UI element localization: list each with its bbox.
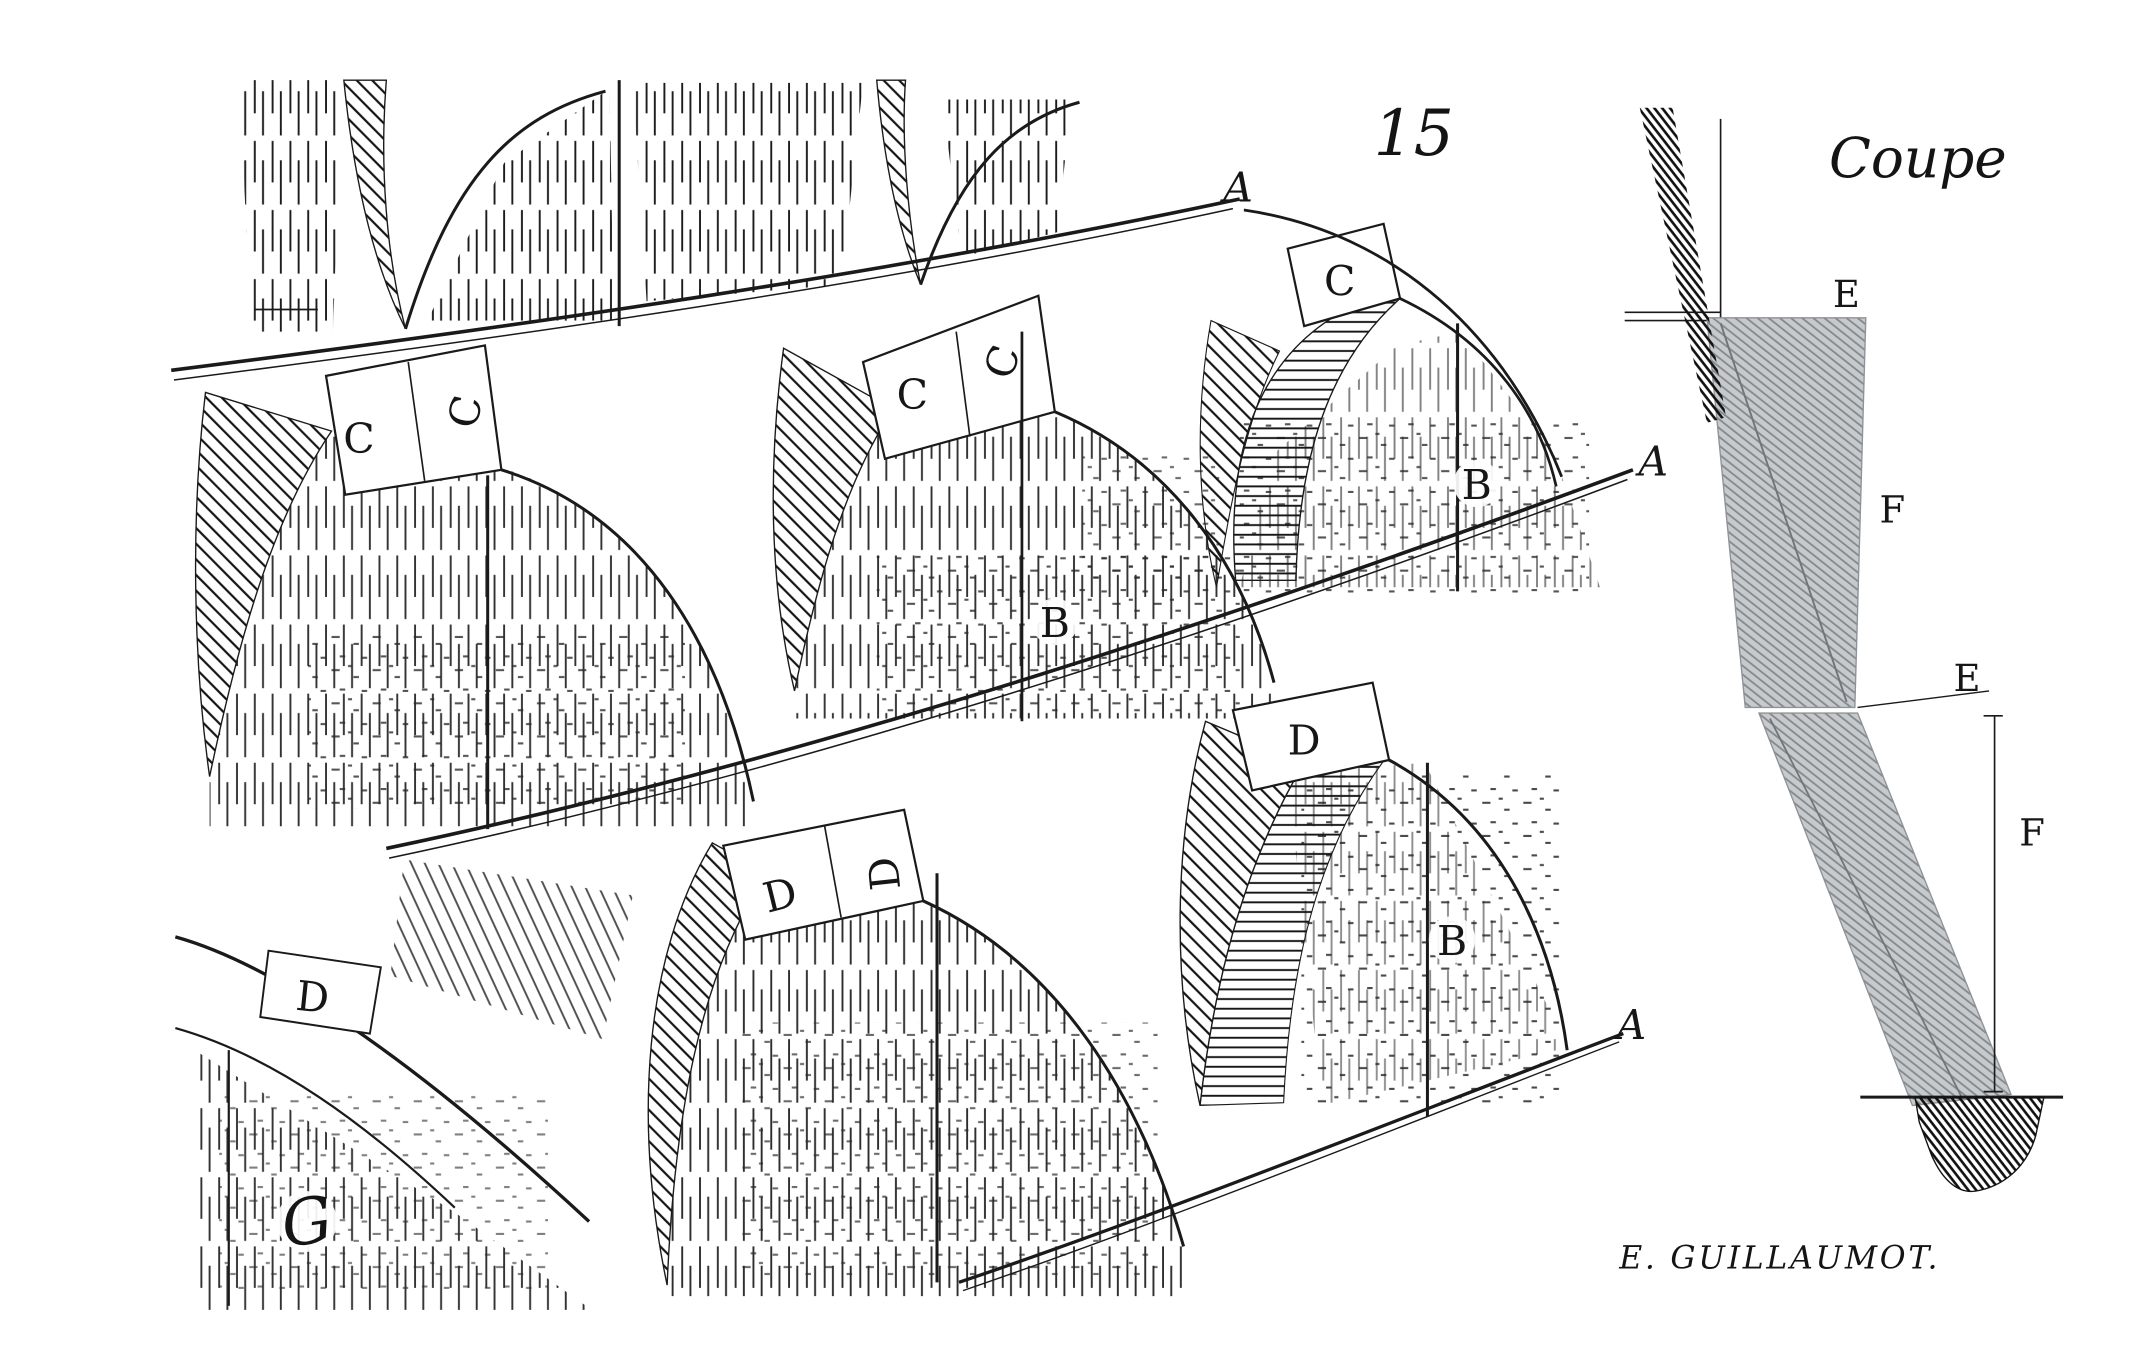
section-title: Coupe xyxy=(1829,126,2007,190)
arch-face-sickle xyxy=(343,79,407,330)
top-vault-fragments xyxy=(239,79,1080,332)
figure-number: 15 xyxy=(1374,96,1454,170)
arch-face-sickle xyxy=(1199,319,1281,588)
springing-line-lower xyxy=(958,1032,1624,1292)
label-a-1: A xyxy=(1219,164,1253,212)
vault-interior-dots xyxy=(308,635,685,809)
springing-line-upper xyxy=(171,197,1241,381)
halo xyxy=(1428,916,1476,964)
label-f-1: F xyxy=(1880,488,1906,531)
label-d-3: D xyxy=(859,855,910,893)
label-e-1: E xyxy=(1833,273,1860,316)
hatch-region xyxy=(632,82,864,302)
vault-interior-dots xyxy=(739,1022,1158,1279)
arch-curve xyxy=(1388,758,1569,1051)
vault-interior-dots xyxy=(1239,414,1590,595)
label-b-3: B xyxy=(1437,917,1467,965)
vault-interior-dots xyxy=(219,1091,548,1292)
section-sliver-dark xyxy=(1639,107,1727,423)
section-batter-line xyxy=(1769,718,1963,1098)
label-d-4: D xyxy=(1288,716,1321,764)
arch-curve-outer xyxy=(1243,208,1563,478)
vault-bay-2 xyxy=(772,294,1276,722)
panel-ridge xyxy=(407,361,426,481)
arch-face-sickle xyxy=(1179,720,1306,1106)
panel-ridge xyxy=(823,826,842,918)
arch-curve xyxy=(404,89,606,330)
figure-labels: 15 A A A C C C C C B B B D D D D G Coupe… xyxy=(277,96,2045,1277)
engraver-signature: E. GUILLAUMOT. xyxy=(1618,1240,1940,1276)
arch-face-sickle xyxy=(194,391,333,777)
halo xyxy=(276,1191,337,1252)
arch-curve xyxy=(922,899,1186,1247)
label-halos xyxy=(276,460,1501,1252)
label-a-2: A xyxy=(1634,437,1668,485)
arch-face-sickle xyxy=(772,347,895,692)
corbel-dark xyxy=(1914,1096,2045,1193)
halo xyxy=(1031,598,1079,646)
label-g-1: G xyxy=(277,1181,337,1262)
section-batter-line xyxy=(1719,323,1848,703)
label-c-3: C xyxy=(897,371,928,419)
panel-ridge xyxy=(955,331,971,437)
vault-bay-1 xyxy=(194,344,755,830)
hatch-region xyxy=(942,99,1072,258)
vault-bay-5 xyxy=(647,808,1186,1297)
dimension-line-F xyxy=(1983,714,2003,1093)
springing-line-middle xyxy=(385,468,1634,859)
label-d-1: D xyxy=(294,972,332,1023)
dots-region xyxy=(1082,456,1220,588)
arch-face-sickle xyxy=(647,841,769,1286)
hatch-region xyxy=(239,80,343,332)
label-c-1: C xyxy=(343,415,374,463)
halo xyxy=(1453,460,1501,508)
web-hatch xyxy=(390,859,633,1040)
label-e-2: E xyxy=(1953,657,1980,700)
section-lower-profile xyxy=(1757,712,2012,1107)
section-coupe xyxy=(1624,107,2064,1193)
section-upper-profile xyxy=(1706,317,1867,709)
label-f-2: F xyxy=(2019,812,2045,855)
hatch-region xyxy=(427,88,614,321)
label-a-3: A xyxy=(1612,1001,1646,1049)
level-leader xyxy=(1857,690,1990,709)
label-b-1: B xyxy=(1040,599,1070,647)
label-b-2: B xyxy=(1462,461,1492,509)
keystone-panel xyxy=(259,949,382,1035)
arch-curve xyxy=(1399,297,1558,487)
label-c-5: C xyxy=(1324,258,1355,306)
arch-curve xyxy=(500,468,755,802)
